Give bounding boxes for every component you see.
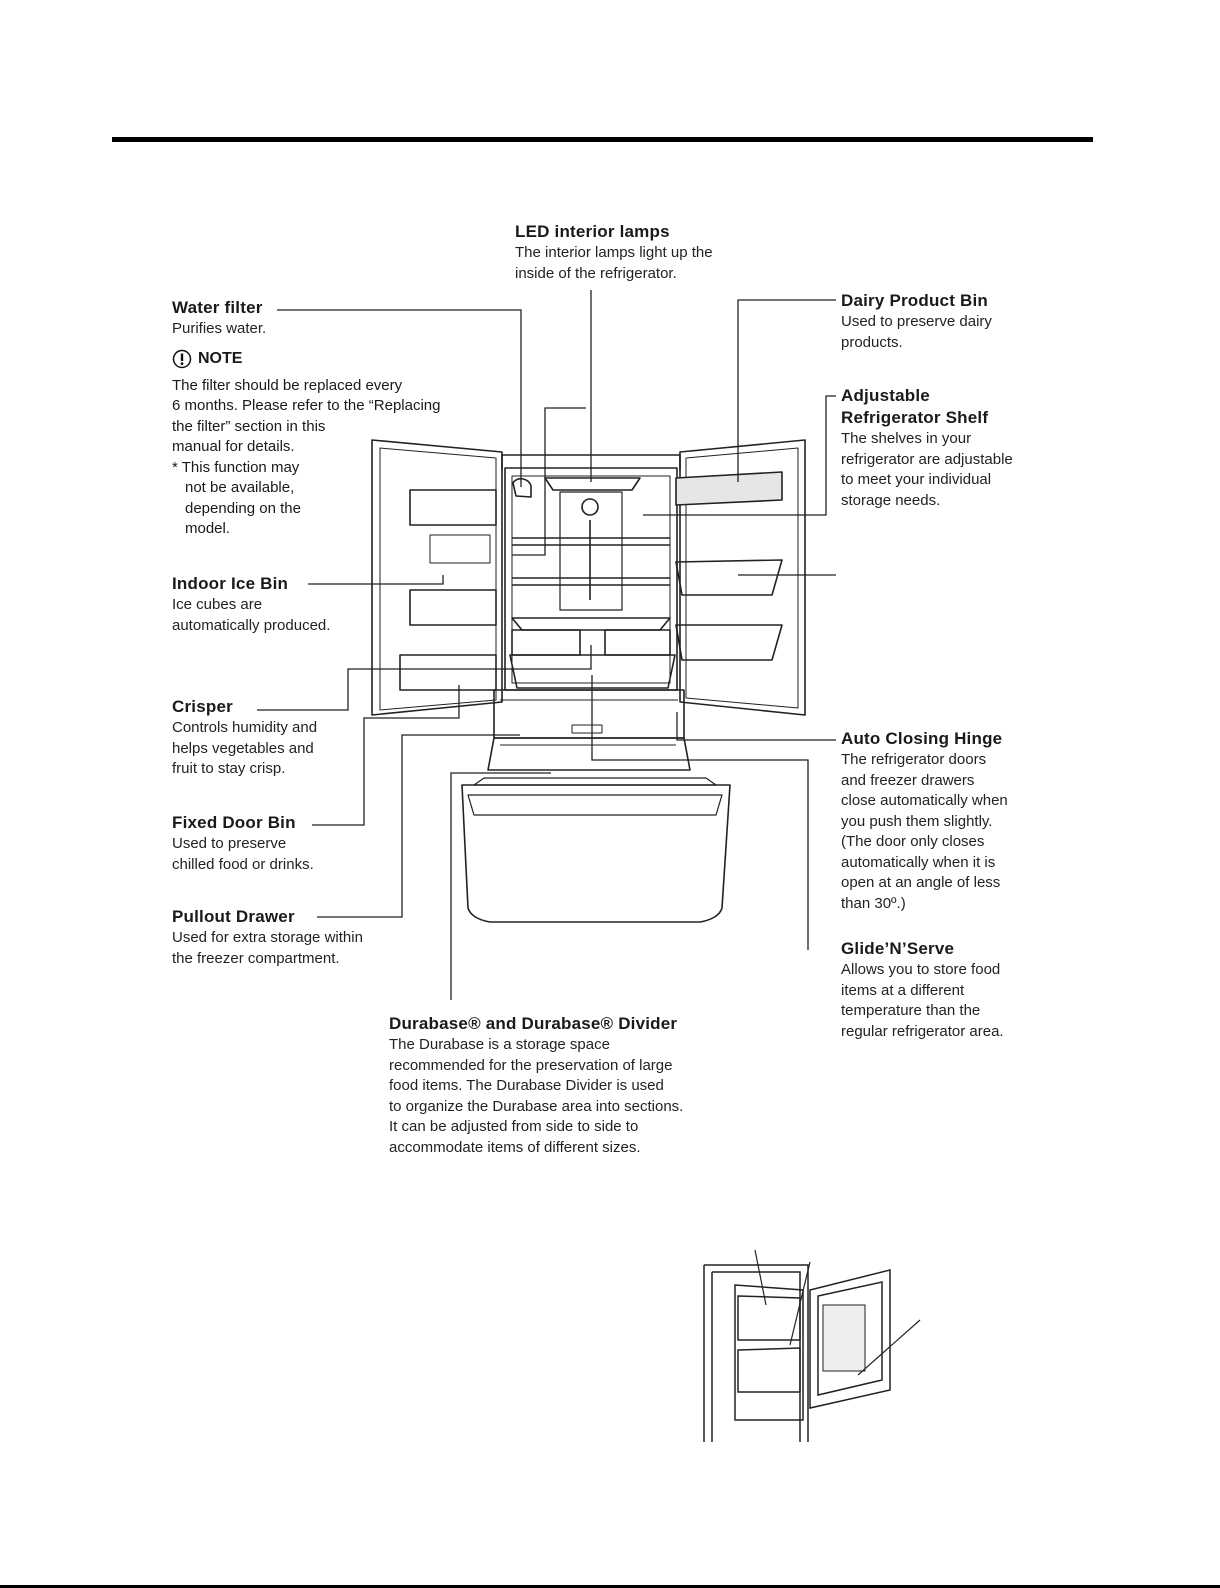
durabase-label: Durabase® and Durabase® Divider The Dura… xyxy=(389,1013,683,1158)
water-filter-label: Water filter Purifies water. NOTE The fi… xyxy=(172,297,492,540)
water-filter-part xyxy=(512,477,532,498)
glide-serve-desc-3: temperature than the xyxy=(841,1002,981,1019)
note-line: The filter should be replaced every xyxy=(172,376,403,394)
dairy-bin-label: Dairy Product Bin Used to preserve dairy… xyxy=(841,290,992,353)
note-asterisk-line: model. xyxy=(185,520,231,537)
left-door xyxy=(371,439,503,716)
led-lamps-title: LED interior lamps xyxy=(515,222,670,241)
durabase-desc-6: accommodate items of different sizes. xyxy=(389,1138,641,1156)
pullout-drawer-label: Pullout Drawer Used for extra storage wi… xyxy=(172,906,363,969)
glide-serve-label: Glide’N’Serve Allows you to store food i… xyxy=(841,938,1004,1042)
auto-hinge-desc-7: open at an angle of less xyxy=(841,874,1001,891)
durabase-desc-1: The Durabase is a storage space xyxy=(389,1036,610,1053)
dairy-bin xyxy=(675,471,783,506)
note-line: manual for details. xyxy=(172,438,295,455)
fixed-door-bin-desc-2: chilled food or drinks. xyxy=(172,855,314,873)
right-door-bin-2 xyxy=(675,624,783,661)
auto-hinge-label: Auto Closing Hinge The refrigerator door… xyxy=(841,728,1008,914)
leader-lines xyxy=(257,290,836,1000)
note-asterisk-line: not be available, xyxy=(185,479,295,496)
crisper-title: Crisper xyxy=(172,697,233,716)
indoor-ice-bin-title: Indoor Ice Bin xyxy=(172,574,289,593)
indoor-ice-bin-label: Indoor Ice Bin Ice cubes are automatical… xyxy=(172,573,330,636)
auto-hinge-title: Auto Closing Hinge xyxy=(841,729,1003,748)
fixed-door-bin-title: Fixed Door Bin xyxy=(172,813,296,832)
pullout-drawer xyxy=(487,737,691,771)
pullout-drawer-desc-1: Used for extra storage within xyxy=(172,929,363,946)
pullout-drawer-desc-2: the freezer compartment. xyxy=(172,949,340,967)
note-line: the filter” section in this xyxy=(172,417,326,435)
adjustable-shelf-desc-4: storage needs. xyxy=(841,491,941,509)
adjustable-shelf-title-2: Refrigerator Shelf xyxy=(841,408,989,427)
fixed-door-bin xyxy=(399,654,497,691)
note-asterisk-line: depending on the xyxy=(185,499,301,517)
adjustable-shelf-desc-3: to meet your individual xyxy=(841,471,992,488)
water-filter-desc: Purifies water. xyxy=(172,320,267,337)
durabase-desc-4: to organize the Durabase area into secti… xyxy=(389,1097,684,1115)
footer-rule xyxy=(0,1585,1220,1588)
adjustable-shelf-title-1: Adjustable xyxy=(841,386,930,405)
glide-serve-desc-2: items at a different xyxy=(841,981,965,999)
durabase-desc-5: It can be adjusted from side to side to xyxy=(389,1118,639,1135)
auto-hinge-desc-6: automatically when it is xyxy=(841,853,996,871)
left-door-bin-top xyxy=(409,489,497,526)
exclamation-circle-icon xyxy=(172,349,192,368)
fixed-door-bin-desc-1: Used to preserve xyxy=(172,835,287,852)
durabase-desc-2: recommended for the preservation of larg… xyxy=(389,1056,673,1074)
crisper-right xyxy=(604,629,671,656)
crisper-desc-3: fruit to stay crisp. xyxy=(172,760,286,777)
auto-hinge-desc-1: The refrigerator doors xyxy=(841,751,987,768)
note-line: 6 months. Please refer to the “Replacing xyxy=(172,397,441,414)
header-rule xyxy=(112,137,1093,142)
dairy-bin-desc-2: products. xyxy=(841,333,903,351)
dairy-bin-desc-1: Used to preserve dairy xyxy=(841,313,992,330)
water-filter-title: Water filter xyxy=(172,298,263,317)
right-door-bin-1 xyxy=(675,559,783,596)
shelf-upper xyxy=(512,537,670,546)
crisper-desc-2: helps vegetables and xyxy=(172,739,314,757)
shelf-bottom xyxy=(511,617,671,631)
note-heading: NOTE xyxy=(172,349,492,369)
crisper-left xyxy=(511,629,581,656)
durabase-title: Durabase® and Durabase® Divider xyxy=(389,1014,678,1033)
adjustable-shelf-label: Adjustable Refrigerator Shelf The shelve… xyxy=(841,385,1013,511)
note-title: NOTE xyxy=(198,349,243,367)
adjustable-shelf-desc-1: The shelves in your xyxy=(841,430,972,447)
auto-hinge-desc-2: and freezer drawers xyxy=(841,771,975,789)
freezer-drawer xyxy=(461,784,731,923)
door-illustration xyxy=(703,1249,921,1442)
shelf-lower xyxy=(512,577,670,586)
led-lamps-desc-1: The interior lamps light up the xyxy=(515,244,713,261)
fixed-door-bin-label: Fixed Door Bin Used to preserve chilled … xyxy=(172,812,314,875)
pullout-drawer-title: Pullout Drawer xyxy=(172,907,295,926)
note-body: The filter should be replaced every 6 mo… xyxy=(172,376,492,540)
freezer-upper xyxy=(493,689,685,739)
indoor-ice-bin-desc-1: Ice cubes are xyxy=(172,596,263,613)
indoor-ice-bin-desc-2: automatically produced. xyxy=(172,616,331,634)
glide-serve-desc-4: regular refrigerator area. xyxy=(841,1022,1004,1040)
note-asterisk-line: * This function may xyxy=(172,458,300,476)
led-lamp-housing xyxy=(544,477,641,491)
glide-serve-desc-1: Allows you to store food xyxy=(841,961,1001,978)
crisper-desc-1: Controls humidity and xyxy=(172,719,318,736)
led-lamps-label: LED interior lamps The interior lamps li… xyxy=(515,221,713,284)
left-door-bin-mid xyxy=(409,589,497,626)
durabase-desc-3: food items. The Durabase Divider is used xyxy=(389,1077,664,1094)
auto-hinge-desc-8: than 30º.) xyxy=(841,894,906,912)
adjustable-shelf-desc-2: refrigerator are adjustable xyxy=(841,450,1013,468)
auto-hinge-desc-3: close automatically when xyxy=(841,792,1008,809)
auto-hinge-desc-5: (The door only closes xyxy=(841,833,985,850)
crisper-label: Crisper Controls humidity and helps vege… xyxy=(172,696,317,780)
glide-serve-title: Glide’N’Serve xyxy=(841,939,955,958)
right-door xyxy=(679,439,806,716)
glide-n-serve xyxy=(509,654,676,689)
dairy-bin-title: Dairy Product Bin xyxy=(841,291,988,310)
auto-hinge-desc-4: you push them slightly. xyxy=(841,812,993,830)
led-lamps-desc-2: inside of the refrigerator. xyxy=(515,264,677,282)
